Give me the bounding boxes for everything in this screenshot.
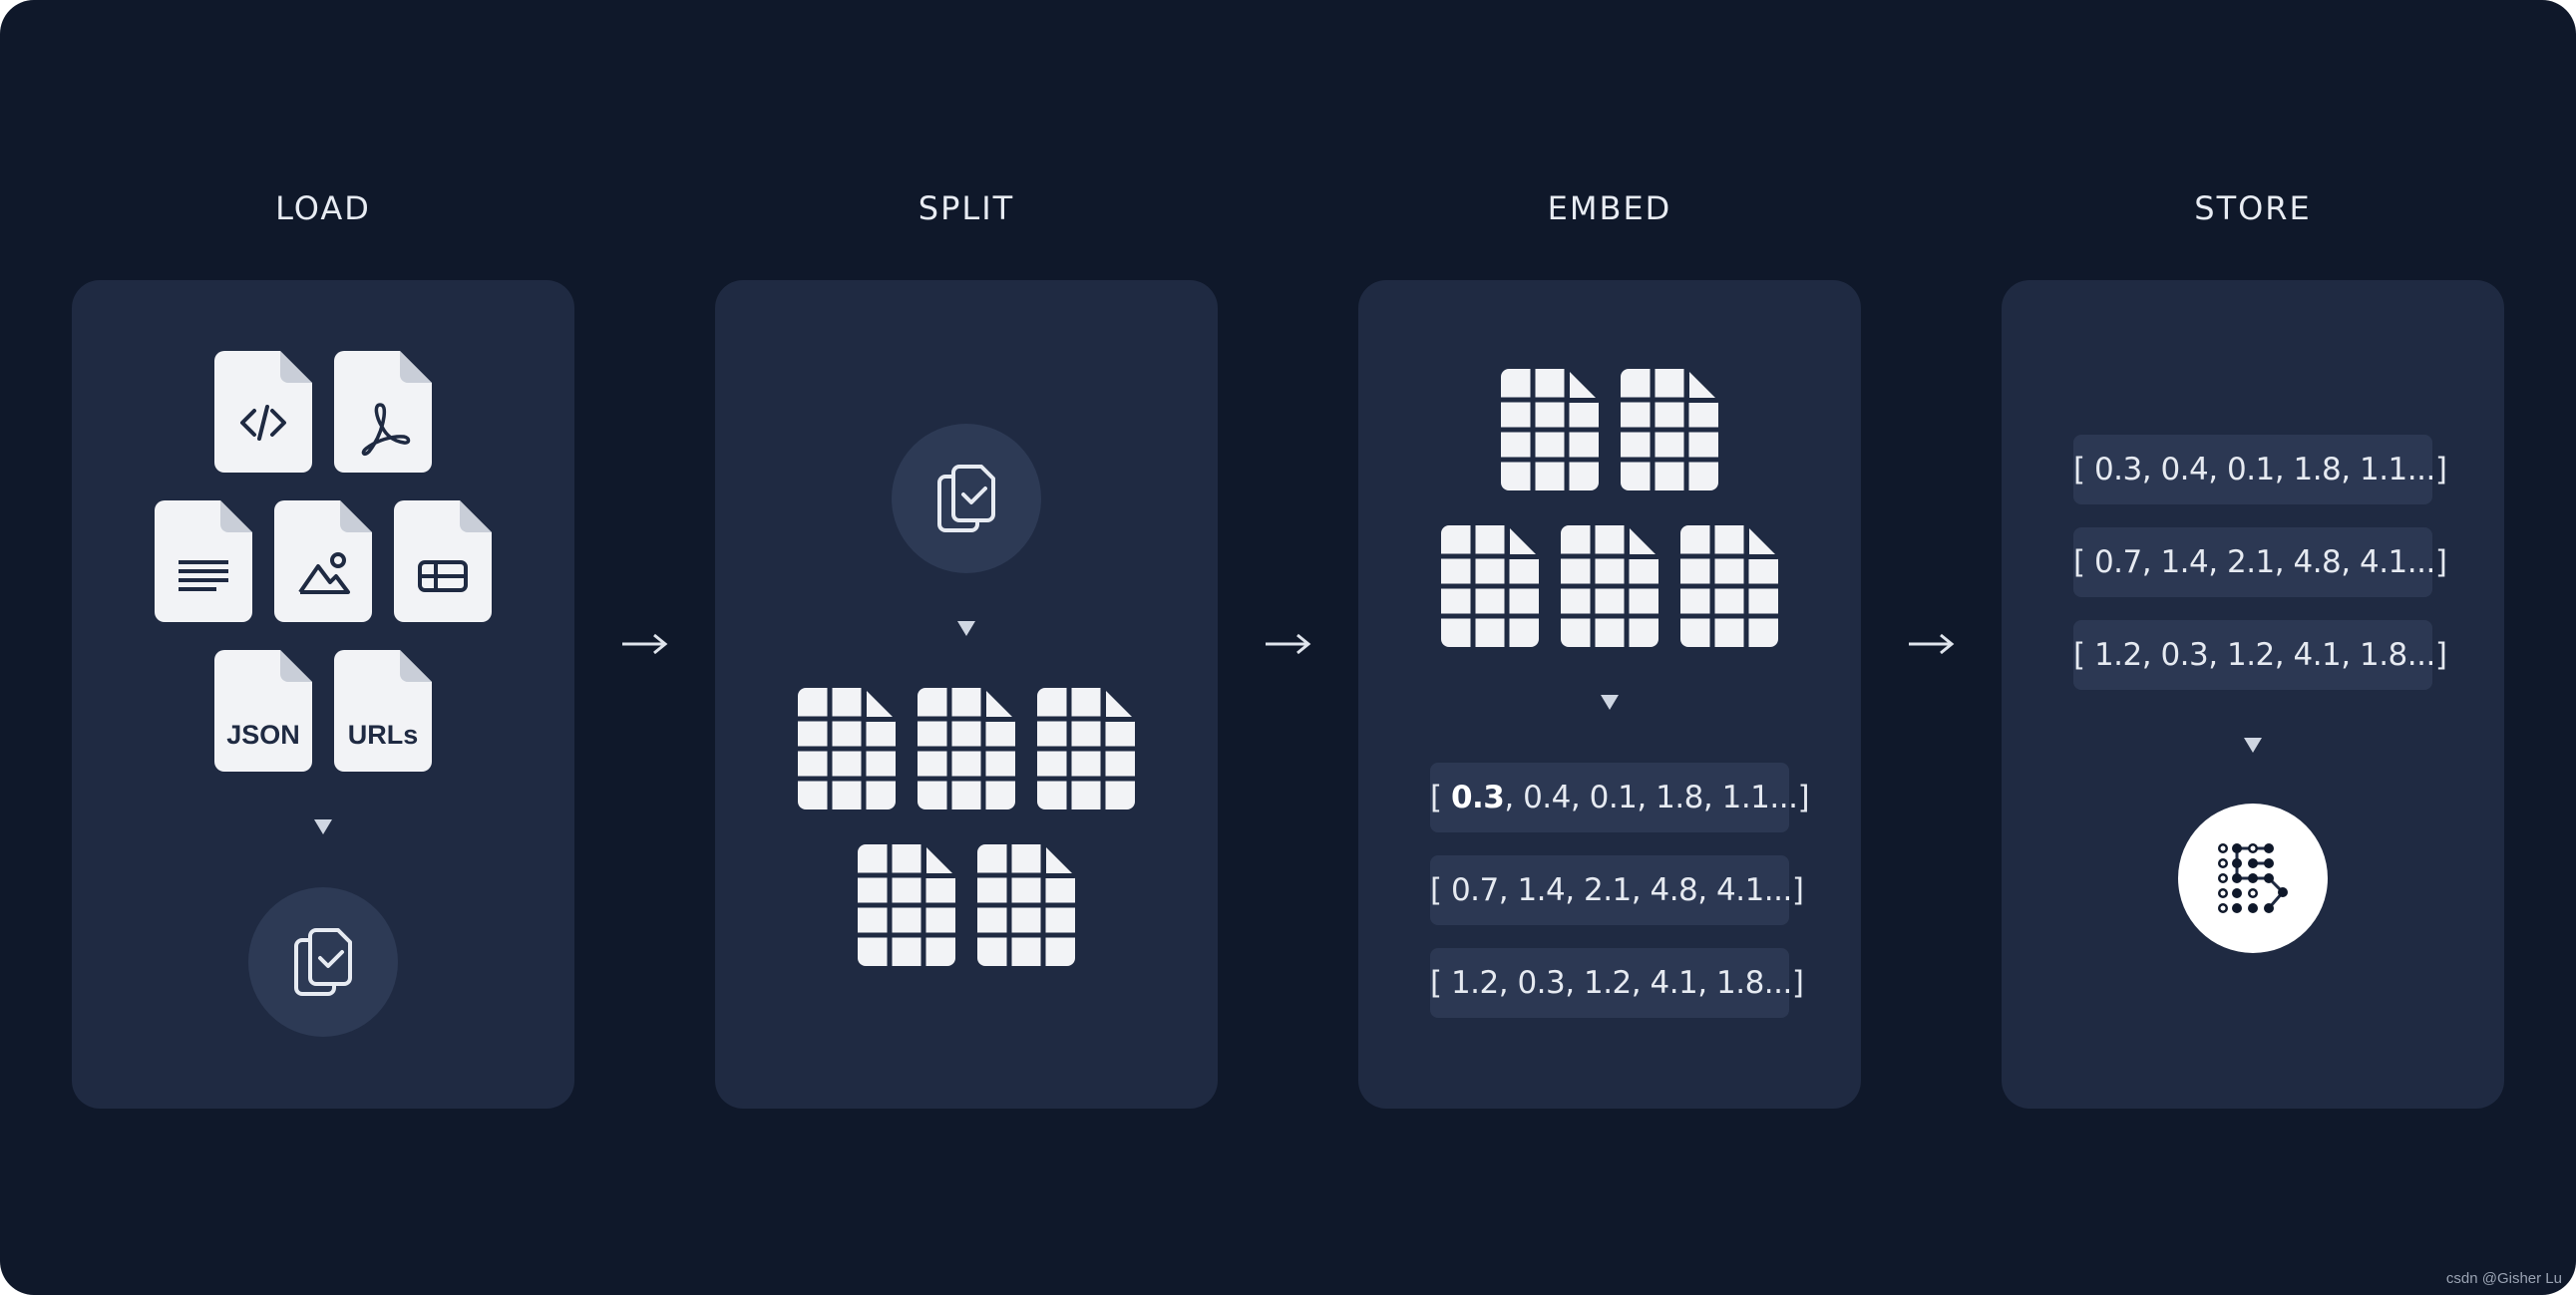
chunk-icon — [918, 688, 1015, 809]
arrow-right-icon — [1909, 633, 1955, 655]
arrow-right-icon — [1266, 633, 1311, 655]
embedding-vector: [ 0.3, 0.4, 0.1, 1.8, 1.1...] — [1430, 763, 1810, 832]
stage-title-split: SPLIT — [918, 189, 1015, 227]
stage-title-load: LOAD — [275, 189, 371, 227]
down-triangle-icon — [314, 819, 332, 834]
chunk-icon — [1680, 525, 1778, 647]
stored-vector: [ 0.3, 0.4, 0.1, 1.8, 1.1...] — [2073, 435, 2447, 504]
chunk-icon — [1561, 525, 1658, 647]
vector-highlight: 0.3 — [1450, 780, 1505, 815]
down-triangle-icon — [957, 621, 975, 636]
down-triangle-icon — [2244, 738, 2262, 753]
json-label: JSON — [226, 720, 300, 750]
vector-values: , 0.4, 0.1, 1.8, 1.1...] — [1504, 780, 1810, 815]
chunk-icon — [1441, 525, 1539, 647]
stage-title-embed: EMBED — [1547, 189, 1672, 227]
watermark: csdn @Gisher Lu — [2445, 1270, 2562, 1287]
arrow-right-icon — [622, 633, 668, 655]
json-file-icon: JSON — [214, 650, 312, 772]
code-file-icon — [214, 351, 312, 473]
image-file-icon — [274, 500, 372, 622]
stage-title-store: STORE — [2194, 189, 2312, 227]
text-file-icon — [155, 500, 252, 622]
table-file-icon — [394, 500, 492, 622]
documents-circle — [892, 424, 1041, 573]
chunk-icon — [1621, 369, 1718, 490]
copy-check-icon — [937, 465, 995, 532]
documents-circle — [248, 887, 398, 1037]
urls-label: URLs — [348, 720, 419, 750]
chunk-icon — [1501, 369, 1599, 490]
down-triangle-icon — [1601, 695, 1619, 710]
embedding-vector: [ 1.2, 0.3, 1.2, 4.1, 1.8...] — [1430, 948, 1804, 1018]
chunk-icon — [1037, 688, 1135, 809]
chunk-icon — [798, 688, 896, 809]
vector-store-badge — [2178, 804, 2328, 953]
vector-open: [ — [1430, 780, 1451, 815]
vector-open: [ — [1430, 872, 1451, 908]
urls-file-icon: URLs — [334, 650, 432, 772]
embedding-vector: [ 0.7, 1.4, 2.1, 4.8, 4.1...] — [1430, 855, 1804, 925]
pdf-file-icon — [334, 351, 432, 473]
stored-vector: [ 1.2, 0.3, 1.2, 4.1, 1.8...] — [2073, 620, 2447, 690]
vector-open: [ — [1430, 965, 1451, 1001]
chunk-icon — [977, 844, 1075, 966]
stored-vector: [ 0.7, 1.4, 2.1, 4.8, 4.1...] — [2073, 527, 2447, 597]
copy-check-icon — [294, 928, 352, 996]
vector-values: 1.2, 0.3, 1.2, 4.1, 1.8...] — [1450, 965, 1804, 1001]
store-panel — [2002, 280, 2504, 1109]
vector-values: 0.7, 1.4, 2.1, 4.8, 4.1...] — [1450, 872, 1804, 908]
vector-store-icon — [2218, 843, 2288, 913]
chunk-icon — [858, 844, 955, 966]
